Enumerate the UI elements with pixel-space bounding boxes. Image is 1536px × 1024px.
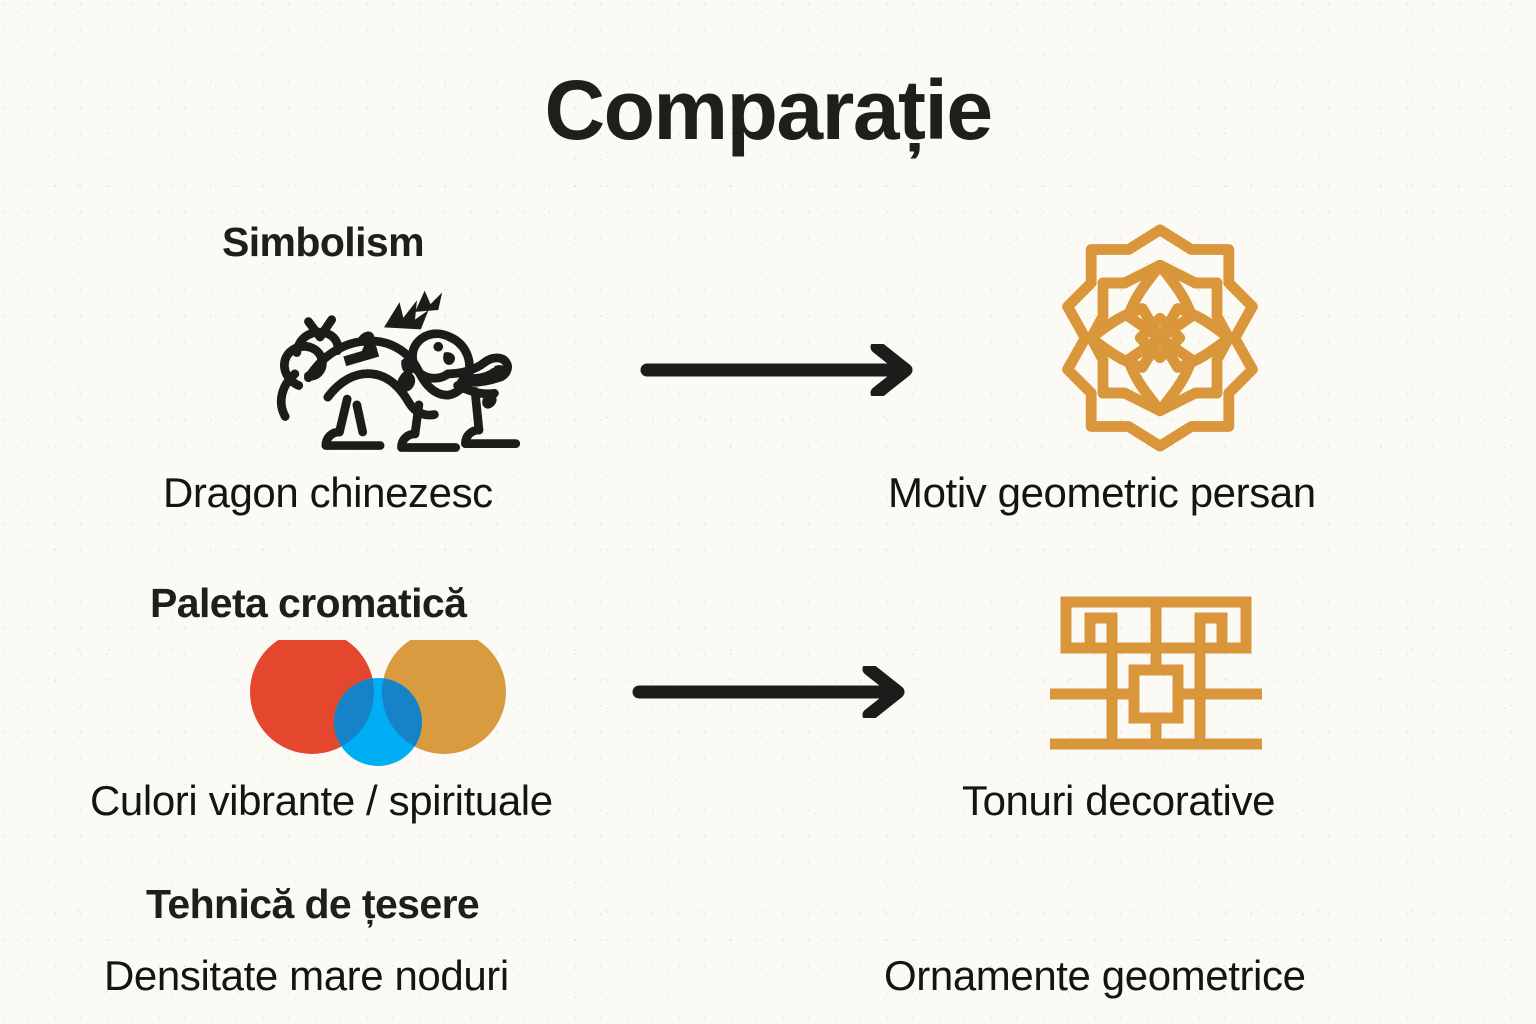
chinese-dragon-icon xyxy=(238,277,530,463)
caption-culori-vibrante-spirituale: Culori vibrante / spirituale xyxy=(90,777,553,824)
caption-dragon-chinezesc: Dragon chinezesc xyxy=(163,469,493,516)
section-heading-tehnica-de-tesere: Tehnică de țesere xyxy=(146,881,480,927)
page-title: Comparație xyxy=(544,63,993,157)
section-heading-paleta-cromatica: Paleta cromatică xyxy=(150,580,467,626)
section-heading-simbolism: Simbolism xyxy=(222,219,425,265)
caption-motiv-geometric-persan: Motiv geometric persan xyxy=(888,469,1316,516)
arrow-right-icon-row2 xyxy=(632,662,914,722)
caption-tonuri-decorative: Tonuri decorative xyxy=(962,777,1276,824)
overlapping-color-circles-icon xyxy=(246,630,510,766)
geometric-lattice-ornament-icon xyxy=(1048,588,1264,758)
caption-densitate-mare-noduri: Densitate mare noduri xyxy=(104,952,509,999)
caption-ornamente-geometrice: Ornamente geometrice xyxy=(884,952,1306,999)
arrow-right-icon-row1 xyxy=(640,340,922,400)
persian-geometric-rosette-icon xyxy=(1042,222,1278,454)
